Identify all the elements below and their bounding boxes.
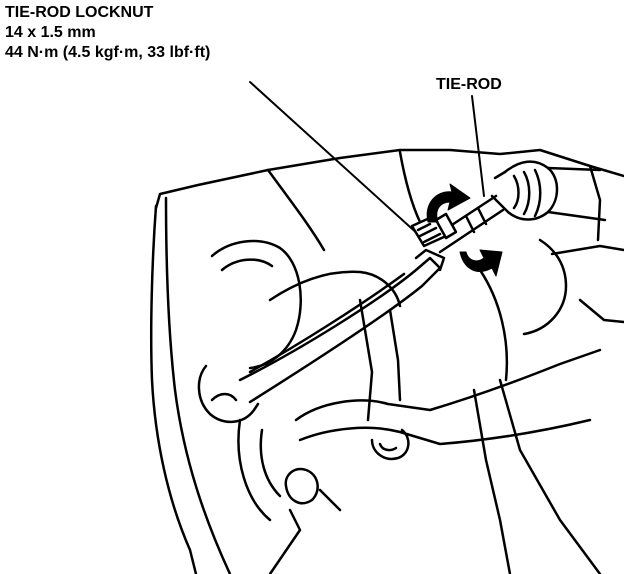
locknut-torque: 44 N·m (4.5 kgf·m, 33 lbf·ft) — [5, 44, 211, 61]
subframe — [472, 238, 624, 574]
locknut-thread-size: 14 x 1.5 mm — [5, 24, 96, 41]
lower-rotation-arrow — [459, 249, 503, 277]
knuckle-and-arm — [210, 239, 602, 461]
rotation-arrows — [426, 183, 503, 277]
tie-rod-leader-line — [471, 95, 485, 197]
locknut-title: TIE-ROD LOCKNUT — [5, 4, 154, 21]
tie-rod-label: TIE-ROD — [436, 76, 502, 93]
upper-rotation-arrow — [426, 183, 471, 223]
locknut-spec-callout: TIE-ROD LOCKNUT 14 x 1.5 mm 44 N·m (4.5 … — [5, 3, 210, 63]
tie-rod-assembly — [410, 194, 505, 254]
body-panel — [149, 148, 624, 574]
ball-joint — [237, 418, 342, 574]
tie-rod-boot — [490, 160, 607, 222]
